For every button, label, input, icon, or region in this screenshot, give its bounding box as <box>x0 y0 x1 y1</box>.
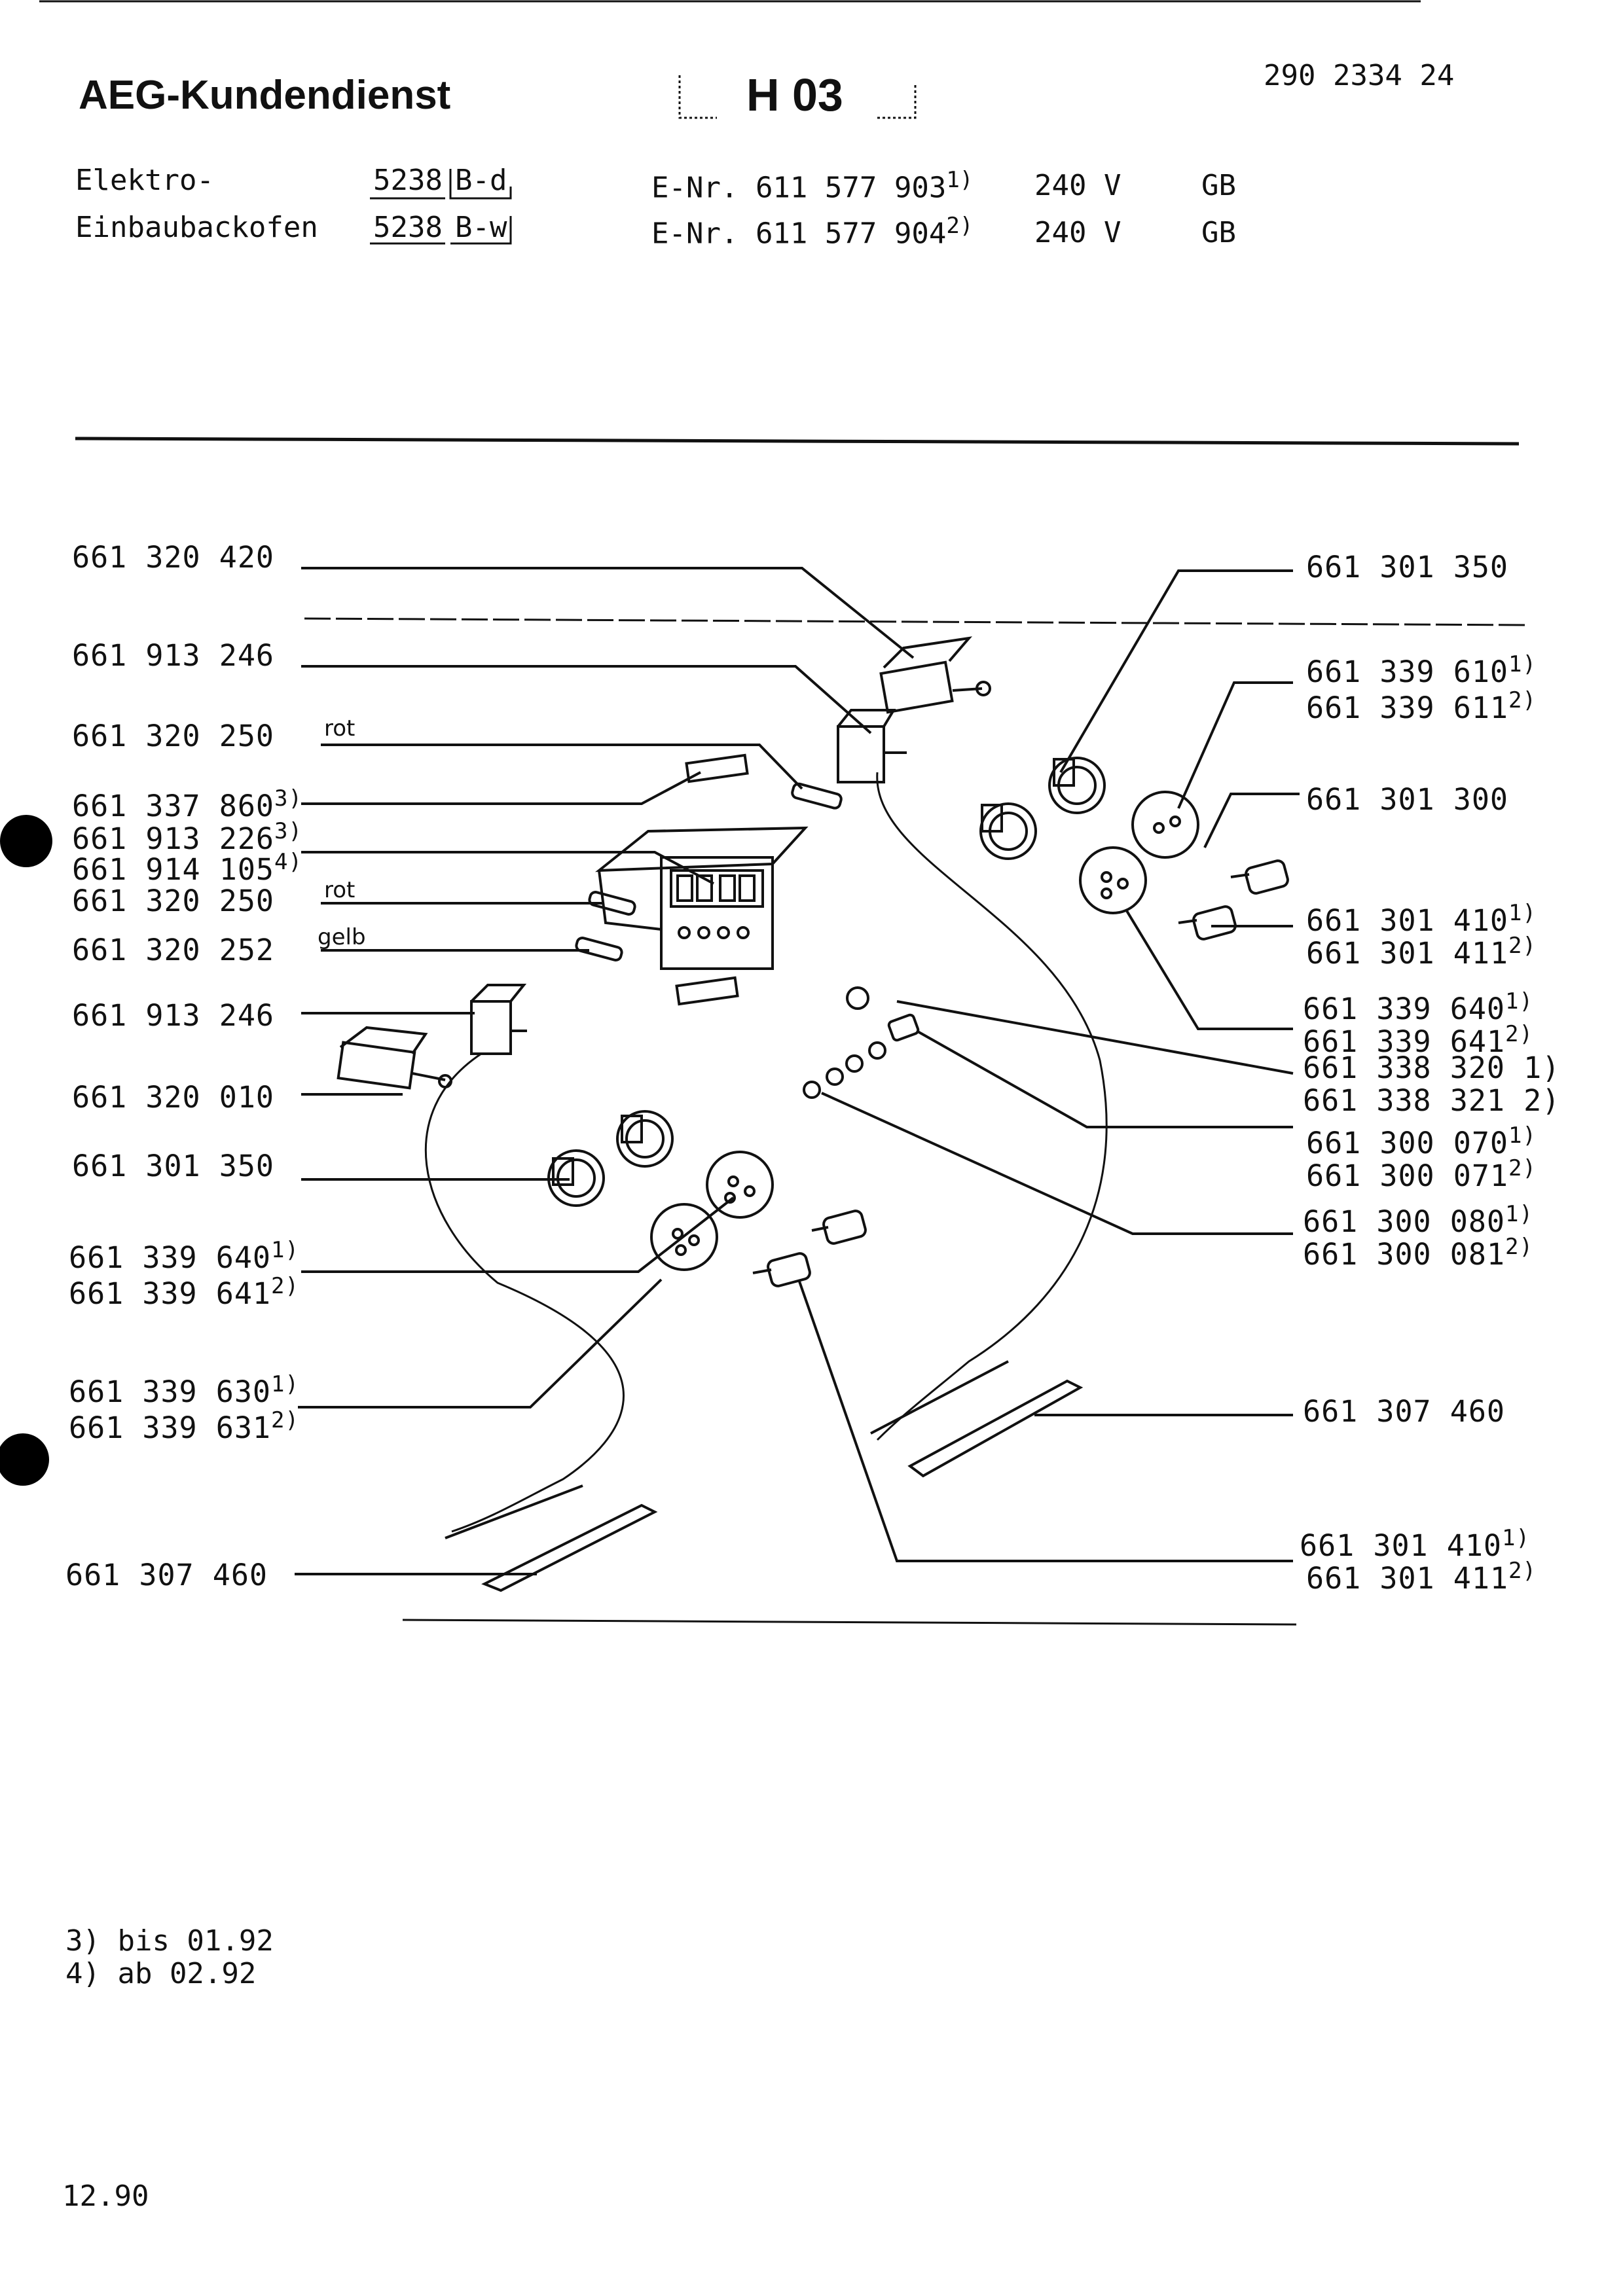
part-label: 661 338 320 1) <box>1303 1050 1561 1085</box>
part-label: 661 320 250 <box>72 719 275 753</box>
part-label: 661 320 010 <box>72 1080 275 1115</box>
model-variant: B-d <box>455 164 507 197</box>
knob-holders-left <box>547 1110 674 1207</box>
wire-color-label: rot <box>324 715 356 742</box>
enr-number: E-Nr. 611 577 9031) <box>651 167 974 205</box>
part-label: 661 337 8603) <box>72 785 302 823</box>
electronic-timer <box>595 753 809 1006</box>
part-label: 661 338 321 2) <box>1303 1083 1561 1118</box>
doc-code: H 03 <box>746 69 843 120</box>
part-label: 661 339 6401) <box>69 1237 299 1275</box>
part-label: 661 914 1054) <box>72 849 302 887</box>
margin-dot-bottom <box>0 1433 49 1486</box>
dials <box>650 791 1199 1271</box>
element-brackets <box>445 1360 1084 1592</box>
part-label: 661 300 0812) <box>1303 1234 1533 1272</box>
leader-lines-right <box>797 569 1300 1562</box>
model-number: 5238 <box>373 164 443 197</box>
leader-lines-left <box>295 567 915 1575</box>
brand-title: AEG-Kundendienst <box>79 73 451 118</box>
part-label: 661 339 6412) <box>69 1273 299 1311</box>
enr-number: E-Nr. 611 577 9042) <box>651 213 974 251</box>
part-label: 661 913 2263) <box>72 818 302 856</box>
part-label: 661 301 4101) <box>1306 900 1537 938</box>
part-label: 661 301 4112) <box>1306 933 1537 971</box>
part-label: 661 300 0712) <box>1306 1155 1537 1193</box>
indicator-lamp-yellow <box>575 937 623 961</box>
voltage: 240 V <box>1034 169 1122 202</box>
country: GB <box>1201 216 1236 249</box>
model-variant: B-w <box>455 211 507 244</box>
model-number: 5238 <box>373 211 443 244</box>
indicator-lamp-top <box>791 782 843 810</box>
thermostat-top <box>837 709 907 783</box>
part-label: 661 339 6301) <box>69 1371 299 1409</box>
part-label: 661 339 6101) <box>1306 651 1537 689</box>
wire-color-label: gelb <box>318 924 366 950</box>
selector-switch-left <box>337 1026 452 1090</box>
indicator-lamp-red <box>588 891 636 916</box>
part-label: 661 307 460 <box>1303 1394 1506 1429</box>
issue-date: 12.90 <box>62 2179 149 2213</box>
part-label: 661 301 350 <box>72 1149 275 1183</box>
voltage: 240 V <box>1034 216 1122 249</box>
part-label: 661 913 246 <box>72 998 275 1033</box>
part-label: 661 913 246 <box>72 638 275 673</box>
part-label: 661 320 250 <box>72 884 275 918</box>
part-label: 661 300 0801) <box>1303 1201 1533 1239</box>
part-label: 661 320 252 <box>72 933 275 967</box>
rings-and-bushes <box>803 986 920 1099</box>
selector-switch-top <box>879 636 991 714</box>
wire-color-label: rot <box>324 877 356 903</box>
part-label: 661 307 460 <box>65 1558 268 1592</box>
part-label: 661 301 350 <box>1306 550 1509 584</box>
thermostat-middle <box>470 984 527 1055</box>
part-label: 661 320 420 <box>72 540 275 575</box>
margin-dot-top <box>0 815 52 867</box>
part-label: 661 339 6312) <box>69 1407 299 1445</box>
part-label: 661 339 6112) <box>1306 687 1537 725</box>
header-rule <box>75 437 1520 446</box>
model-name: Einbaubackofen <box>75 211 318 244</box>
part-label: 661 301 4112) <box>1306 1558 1537 1596</box>
footnote: 4) ab 02.92 <box>65 1957 257 1990</box>
doc-number: 290 2334 24 <box>1264 59 1455 92</box>
knobs <box>752 859 1289 1287</box>
model-name: Elektro- <box>75 164 214 197</box>
part-label: 661 300 0701) <box>1306 1122 1537 1160</box>
part-label: 661 301 4101) <box>1300 1525 1530 1563</box>
knob-holders-right <box>979 757 1106 860</box>
part-label: 661 339 6412) <box>1303 1021 1533 1059</box>
country: GB <box>1201 169 1236 202</box>
footnote: 3) bis 01.92 <box>65 1924 274 1958</box>
part-label: 661 301 300 <box>1306 782 1509 817</box>
part-label: 661 339 6401) <box>1303 988 1533 1026</box>
